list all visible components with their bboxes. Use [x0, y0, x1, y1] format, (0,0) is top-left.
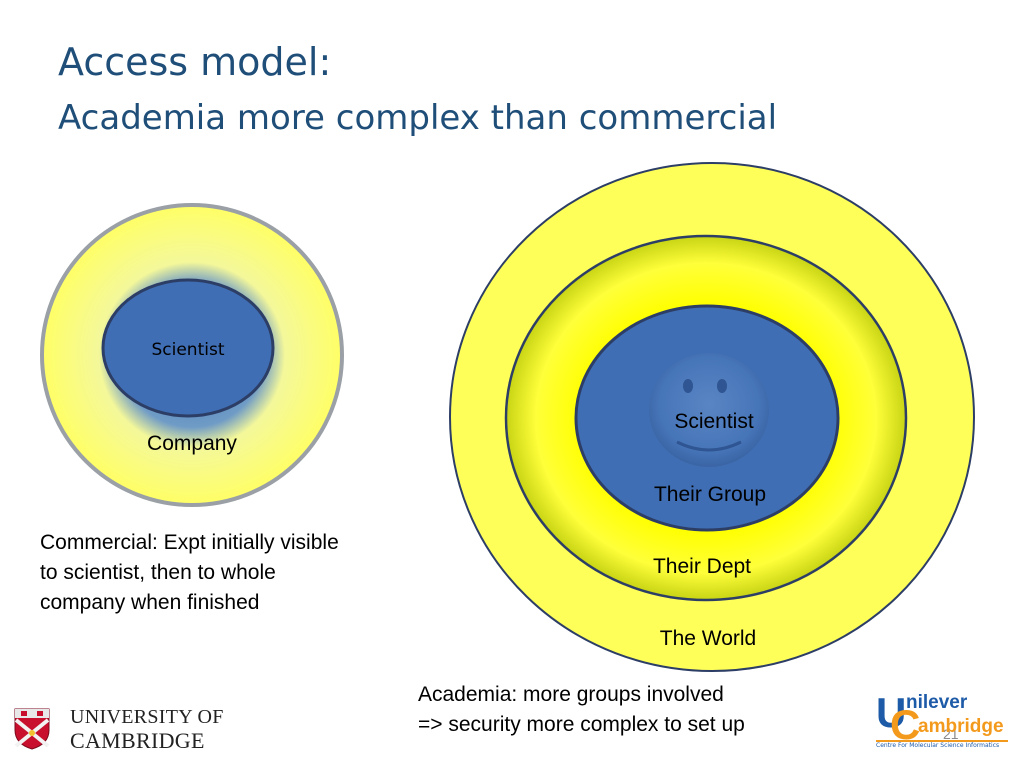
unilever-cambridge-subtitle: Centre For Molecular Science Informatics — [876, 742, 1000, 749]
scientist-label: Scientist — [674, 410, 754, 433]
smiley-face-icon — [649, 353, 769, 467]
group-label: Their Group — [654, 483, 766, 506]
commercial-diagram: Scientist Company — [40, 203, 344, 507]
unilever-initial-u: U — [876, 689, 907, 736]
scientist-core — [101, 278, 275, 418]
page-number: 21 — [943, 726, 959, 742]
unilever-word: nilever — [906, 692, 968, 713]
academia-caption-line-2: => security more complex to set up — [418, 713, 745, 736]
academia-caption: Academia: more groups involved => securi… — [418, 680, 838, 740]
unilever-cambridge-logo: U nilever C ambridge Centre For Molecula… — [872, 690, 1012, 754]
academia-caption-line-1: Academia: more groups involved — [418, 683, 724, 706]
academia-diagram: Scientist Their Group Their Dept The Wor… — [449, 162, 975, 672]
commercial-caption: Commercial: Expt initially visible to sc… — [40, 531, 339, 614]
cambridge-word: ambridge — [918, 716, 1004, 737]
university-of-cambridge-logo: UNIVERSITY OF CAMBRIDGE — [14, 706, 244, 756]
slide-subtitle: Academia more complex than commercial — [58, 98, 778, 138]
cambridge-line-1: UNIVERSITY OF — [70, 706, 224, 728]
scientist-label: Scientist — [151, 340, 224, 360]
dept-label: Their Dept — [653, 555, 751, 578]
cambridge-initial-c: C — [890, 701, 921, 748]
company-label: Company — [147, 432, 237, 455]
slide-title: Access model: — [58, 40, 332, 84]
cambridge-crest-icon — [14, 708, 50, 750]
logo-divider — [876, 740, 1008, 742]
world-label: The World — [660, 627, 756, 650]
cambridge-line-2: CAMBRIDGE — [70, 728, 205, 753]
